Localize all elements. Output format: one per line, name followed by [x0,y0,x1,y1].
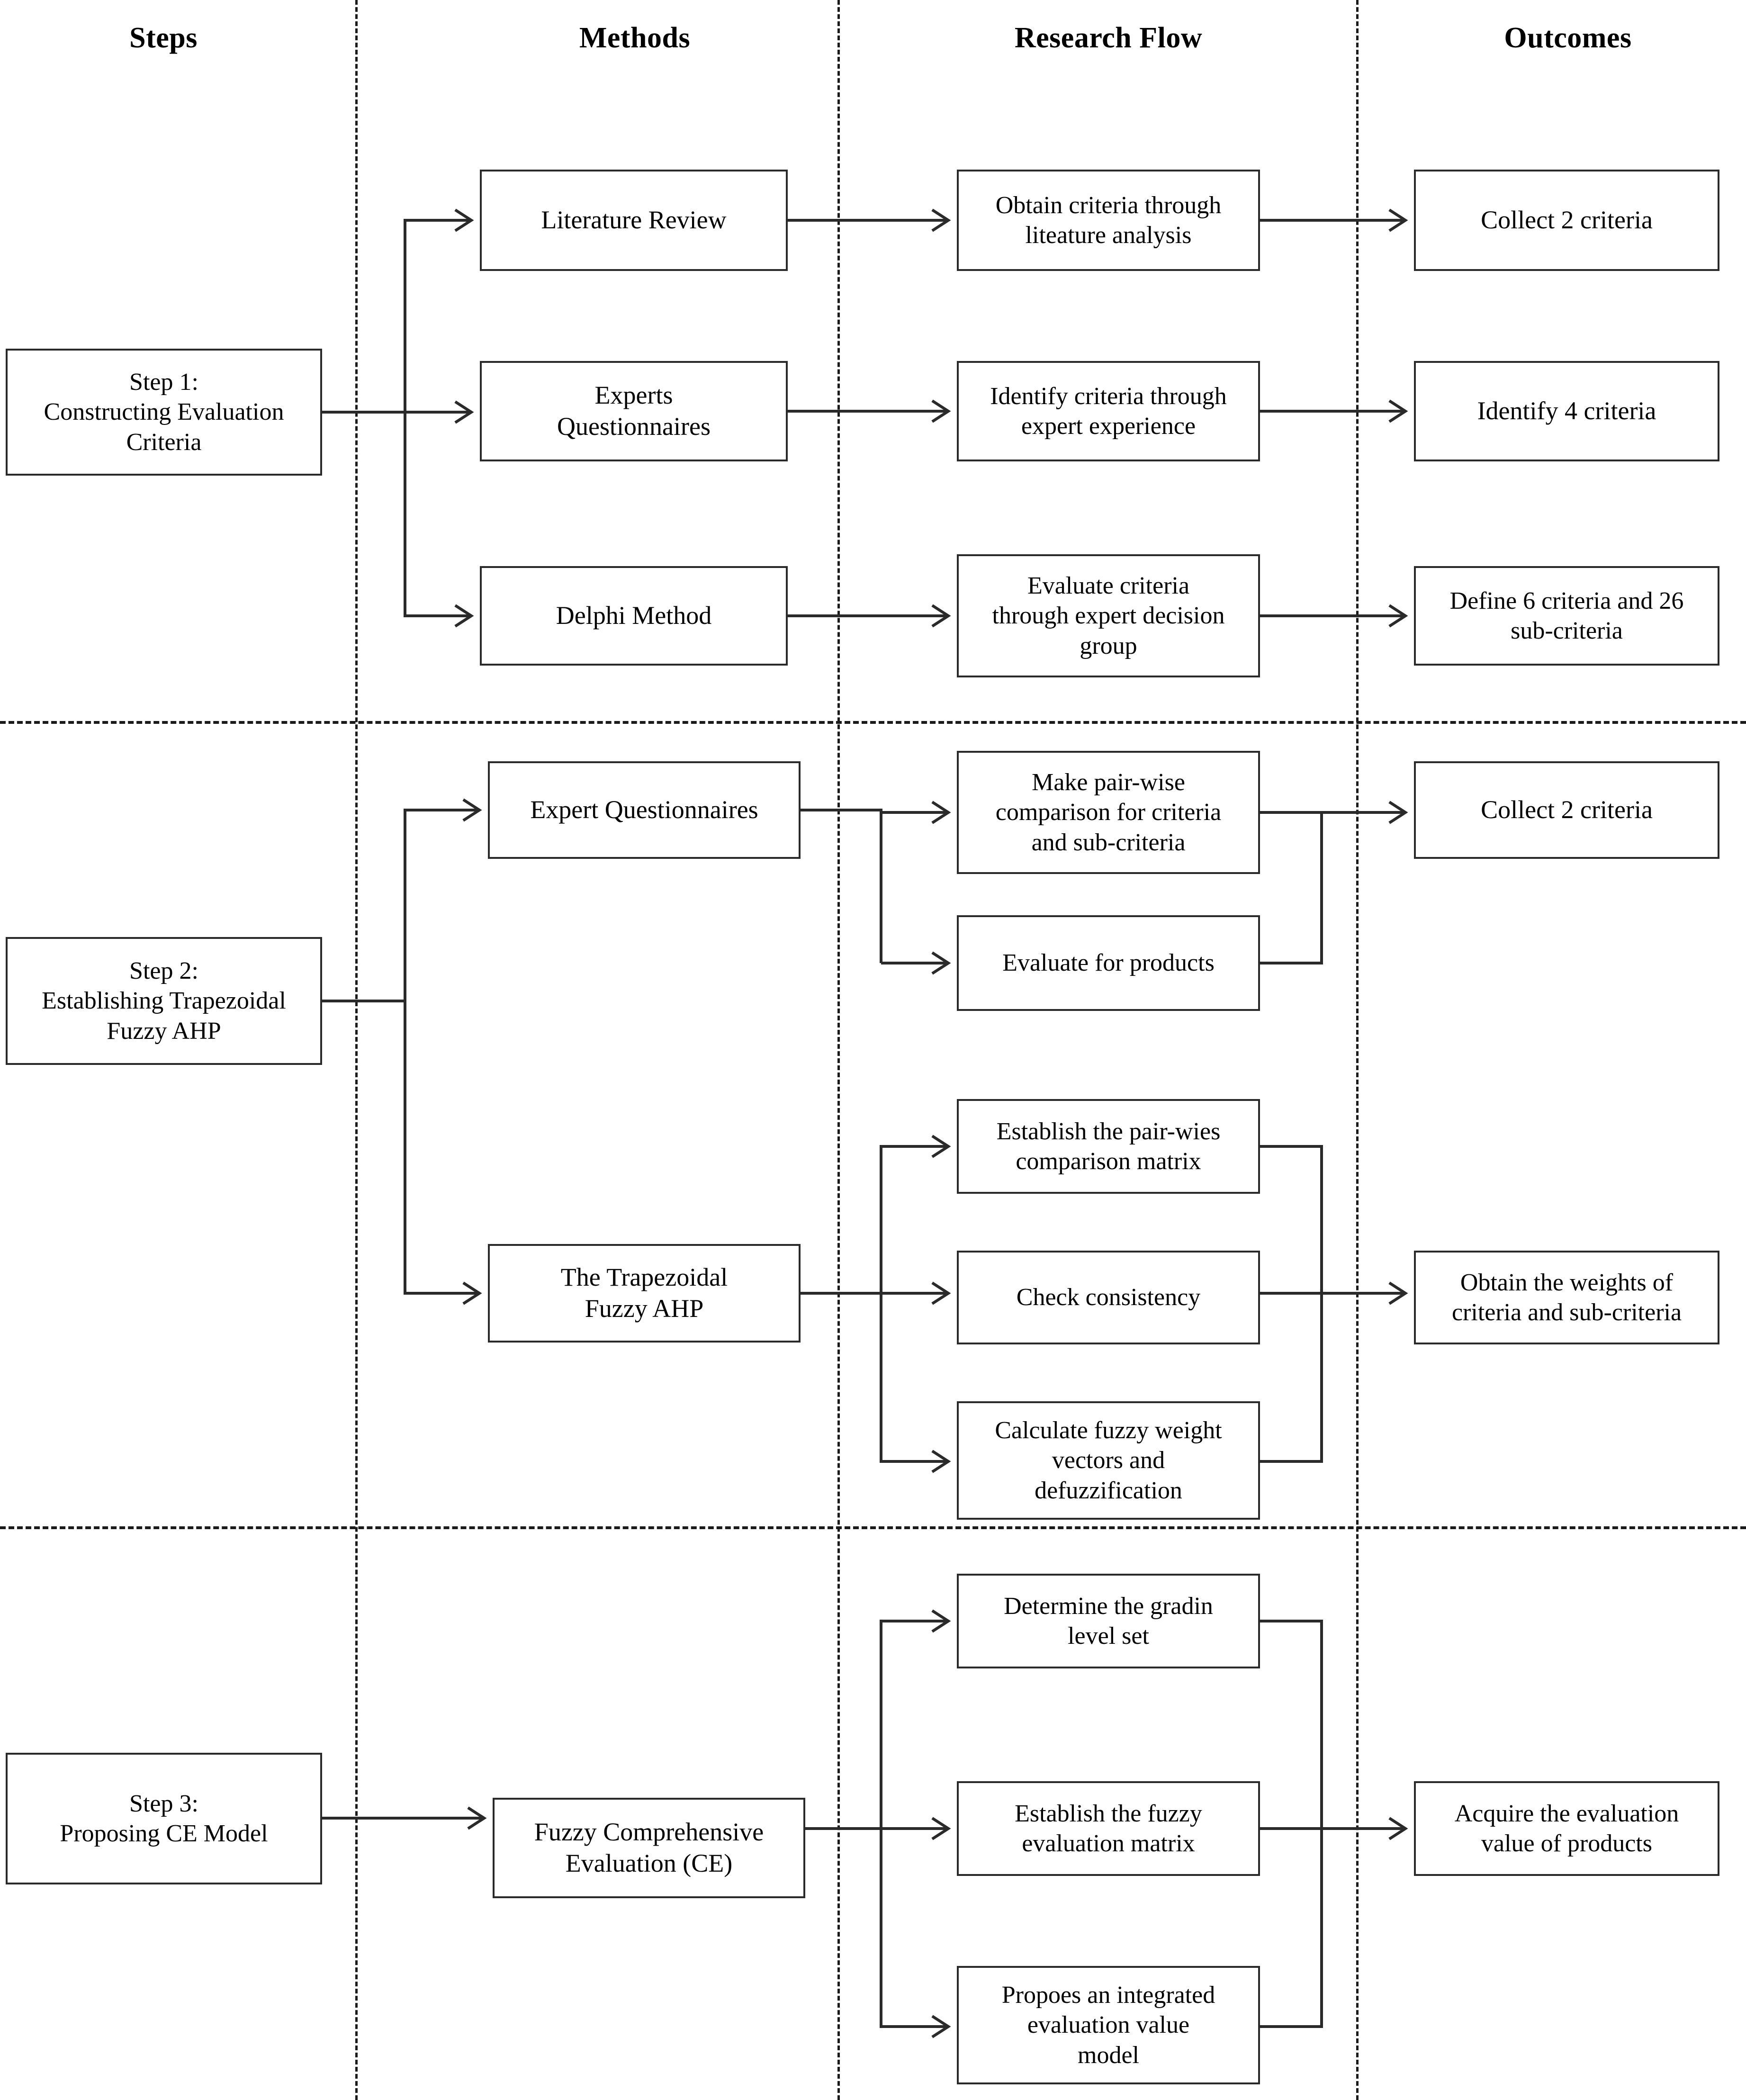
node-o-collect2b[interactable]: Collect 2 criteria [1414,761,1719,859]
column-header-methods: Methods [579,22,691,54]
connector-est-out [1260,1145,1323,1293]
connector-expq2-out-trunk [801,809,882,963]
node-label: Step 3:Proposing CE Model [60,1790,268,1847]
arrow-to-checkcons-icon [931,1281,951,1305]
node-r-evalprod[interactable]: Evaluate for products [957,915,1260,1011]
column-header-research-flow: Research Flow [1014,22,1203,54]
connector-step1-branch-delphi [404,412,471,617]
column-divider-3 [1356,0,1359,2100]
connector-step1-branch-literature [404,219,471,412]
node-label: Evaluate for products [1002,949,1215,977]
arrow-to-delphi-icon [454,604,474,628]
column-header-outcomes: Outcomes [1504,22,1632,54]
arrow-to-weights-icon [1388,1281,1408,1305]
arrow-to-collect2a-icon [1388,208,1408,232]
node-label: Expert Questionnaires [530,795,758,824]
arrow-to-evaluate-icon [931,604,951,628]
arrow-to-tfahp-icon [462,1281,482,1305]
arrow-to-identify4-icon [1388,399,1408,423]
connector-step2-branch-expq [404,809,479,1001]
arrow-to-estmatrix-icon [931,1135,951,1158]
arrow-to-gradin-icon [931,1609,951,1633]
node-label: Collect 2 criteria [1481,206,1653,234]
arrow-to-obtain-icon [931,208,951,232]
column-divider-2 [837,0,840,2100]
node-label: Identify 4 criteria [1477,397,1656,425]
node-m-lit[interactable]: Literature Review [480,170,788,271]
arrow-to-acquire-icon [1388,1817,1408,1840]
node-r-checkcons[interactable]: Check consistency [957,1251,1260,1344]
column-header-steps: Steps [129,22,198,54]
node-step3[interactable]: Step 3:Proposing CE Model [6,1753,322,1884]
arrow-to-collect2b-icon [1388,801,1408,824]
arrow-to-fce-icon [467,1806,487,1830]
arrow-to-identify-icon [931,399,951,423]
node-m-delphi[interactable]: Delphi Method [480,566,788,666]
connector-integrated-out [1260,1829,1323,2028]
node-o-identify4[interactable]: Identify 4 criteria [1414,361,1719,461]
column-divider-1 [355,0,358,2100]
arrow-to-pairwise-icon [931,801,951,824]
node-o-collect2a[interactable]: Collect 2 criteria [1414,170,1719,271]
section-divider-1 [0,721,1746,724]
node-label: Literature Review [541,206,727,234]
arrow-to-literature-icon [454,208,474,232]
section-divider-2 [0,1526,1746,1529]
connector-calc-out [1260,1293,1323,1463]
arrow-to-evalprod-icon [931,951,951,975]
connector-tfahp-branch-est [880,1145,948,1293]
connector-fce-branch-integrated [880,1829,948,2028]
arrow-to-integrated-icon [931,2015,951,2038]
arrow-to-experts-icon [454,400,474,424]
node-label: Delphi Method [556,601,712,630]
arrow-to-fuzzymatrix-icon [931,1817,951,1840]
connector-fce-branch-gradin [880,1620,948,1829]
node-m-expq2[interactable]: Expert Questionnaires [488,761,801,859]
arrow-to-calcfuzzy-icon [931,1450,951,1473]
node-label: Collect 2 criteria [1481,795,1653,824]
connector-tfahp-branch-calc [880,1293,948,1463]
connector-gradin-out [1260,1620,1323,1829]
arrow-to-expq2-icon [462,798,482,822]
arrow-to-define6-icon [1388,604,1408,628]
connector-evalprod-out [1260,812,1323,964]
connector-step2-branch-tfahp [404,1001,479,1295]
node-label: Check consistency [1016,1284,1201,1311]
